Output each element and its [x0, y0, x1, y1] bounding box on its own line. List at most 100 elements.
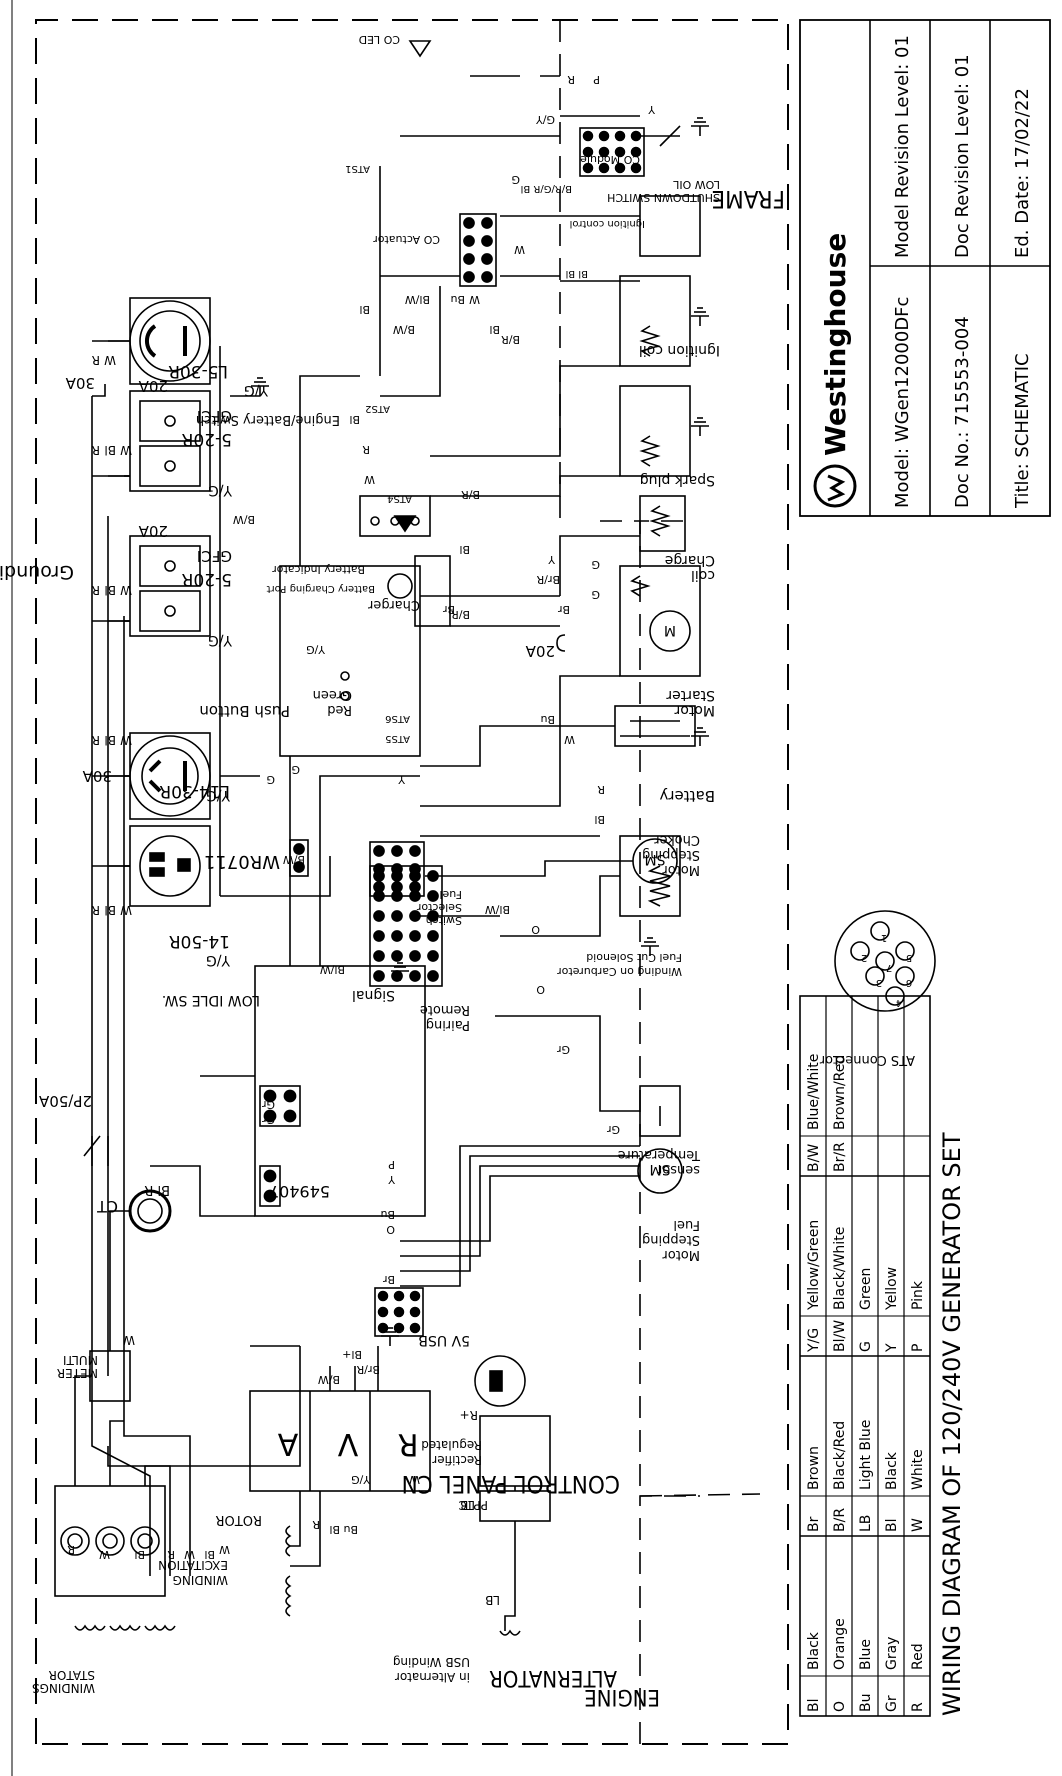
fuel-cut-solenoid — [619, 835, 681, 917]
gfci-2-screw — [164, 605, 176, 617]
stator-W-wire — [109, 1420, 124, 1486]
fuel-stepping-connector-pin — [409, 1306, 421, 1318]
gfci-2-label: GFCI — [197, 547, 232, 565]
conductor-label: O — [531, 923, 540, 936]
ats-connector-pin — [875, 951, 895, 971]
conductor-label: Br — [382, 1273, 395, 1286]
ct-label: CT — [97, 1197, 118, 1216]
conductor-label: Bl/W — [485, 903, 510, 916]
ats-pin-number: 2 — [861, 952, 867, 963]
pptc-fuse — [479, 1490, 551, 1522]
conductor-label: W — [99, 1548, 110, 1561]
wr0711-main-connector-pin — [373, 910, 385, 922]
legend-code: Br/R — [832, 1142, 848, 1172]
bus-wire-label: W — [120, 443, 132, 457]
conductor-label: P — [388, 1158, 395, 1171]
ats6-label: ATS6 — [385, 713, 410, 724]
wr0711-main-connector-pin — [409, 910, 421, 922]
gfci-1-screw — [164, 415, 176, 427]
starter-m-label: M — [664, 622, 676, 638]
stator-label: WINDINGS — [32, 1681, 95, 1695]
choker-label: Stepping — [642, 847, 700, 862]
legend-code: Br — [806, 1516, 822, 1532]
usb-label: 5V USB — [418, 1332, 470, 1348]
conductor-label: Br — [557, 603, 570, 616]
legend-name: White — [910, 1449, 926, 1490]
bus-wire-label: Bl — [104, 733, 116, 747]
connector-4pin-pin — [263, 1089, 277, 1103]
fuel-motor-wire — [400, 1145, 640, 1287]
conductor-label: G — [266, 773, 275, 786]
legend-name: Brown — [806, 1446, 822, 1490]
multimeter-ct-wire — [109, 1210, 130, 1351]
choker-connector-pin — [373, 863, 385, 875]
rotor-wire — [290, 1491, 301, 1547]
bus-wire-label: R — [92, 353, 100, 367]
wr0711-main-connector-pin — [391, 950, 403, 962]
fuel-stepping-connector-pin — [409, 1290, 421, 1302]
wr0711-main-connector-pin — [427, 910, 439, 922]
legend-name: Black — [806, 1631, 822, 1670]
gfci-2-screw — [164, 560, 176, 572]
multimeter-box — [89, 1350, 131, 1402]
battery-label: Battery — [659, 787, 715, 805]
fuel-stepping-connector-pin — [377, 1290, 389, 1302]
co-actuator-feed — [380, 286, 441, 397]
choker-wire — [425, 860, 633, 877]
conductor-label: O — [536, 983, 545, 996]
bus-wire-label: W — [104, 353, 116, 367]
ats-pin-number: 4 — [896, 997, 902, 1008]
remote-pairing-label: Pairing — [426, 1017, 470, 1032]
stator-label: STATOR — [49, 1668, 95, 1682]
choker-connector-pin — [391, 881, 403, 893]
conductor-label: W — [469, 293, 480, 306]
conductor-label: Bu — [380, 1208, 395, 1221]
engine-section-label: ENGINE — [584, 1684, 660, 1709]
breaker-30a-top-label: 30A — [65, 374, 95, 392]
bw-2pin-connector-pin — [293, 843, 305, 855]
solenoid-coil — [647, 865, 671, 907]
charger-label: Charger — [367, 597, 420, 612]
ignition-coil-module — [619, 275, 691, 367]
r14-50r-face — [139, 835, 201, 897]
temp-sensor-label: Temperature — [618, 1147, 701, 1162]
co-module-connector-pin — [598, 146, 610, 158]
conductor-label: Y/G — [351, 1473, 371, 1486]
spark-plug-coil — [639, 435, 661, 467]
gfci-1-label: GFCI — [197, 407, 232, 425]
conductor-label: B/R — [461, 488, 480, 501]
color-legend-table — [799, 995, 931, 1717]
harness-wire — [299, 375, 360, 566]
current-transformer-ct-inner — [137, 1198, 163, 1224]
charge-coil-label: Charge — [665, 552, 715, 568]
legend-code: B/R — [832, 1508, 848, 1532]
stator-R-wire — [74, 1375, 92, 1486]
fuel-stepping-connector-pin — [393, 1290, 405, 1302]
doc-revision-field: Doc Revision Level: 01 — [952, 54, 973, 258]
r14-50r-slot — [149, 867, 165, 877]
choker-connector-pin — [391, 845, 403, 857]
conductor-label: Gr — [556, 1043, 570, 1056]
wr0711-main-connector-pin — [373, 930, 385, 942]
r14-50r-label: 14-50R — [169, 931, 230, 951]
harness-wire — [150, 1165, 255, 1217]
ats-connector-pin — [850, 941, 870, 961]
wr0711-main-connector-pin — [427, 950, 439, 962]
conductor-label: Bl — [459, 543, 470, 556]
wire-label: LB — [460, 1498, 475, 1512]
conductor-label: W — [364, 473, 375, 486]
conductor-label: Bl — [329, 1523, 340, 1536]
ignition-control-module — [639, 195, 701, 257]
conductor-label: R — [567, 73, 575, 86]
title-field: Title: SCHEMATIC — [1012, 353, 1033, 509]
gfci-1-type-label: 5-20R — [181, 429, 232, 449]
wire-label: Br/R — [356, 1363, 380, 1376]
starter-motor-box — [619, 565, 701, 677]
wr0711-main-connector-pin — [373, 950, 385, 962]
battery-charging-port — [387, 573, 413, 599]
legend-code: O — [832, 1701, 848, 1712]
multimeter-label: METER — [57, 1366, 98, 1380]
conductor-label: B/R — [451, 608, 470, 621]
avr-letter-a: A — [277, 1426, 298, 1461]
co-actuator-connector-pin — [463, 217, 475, 229]
